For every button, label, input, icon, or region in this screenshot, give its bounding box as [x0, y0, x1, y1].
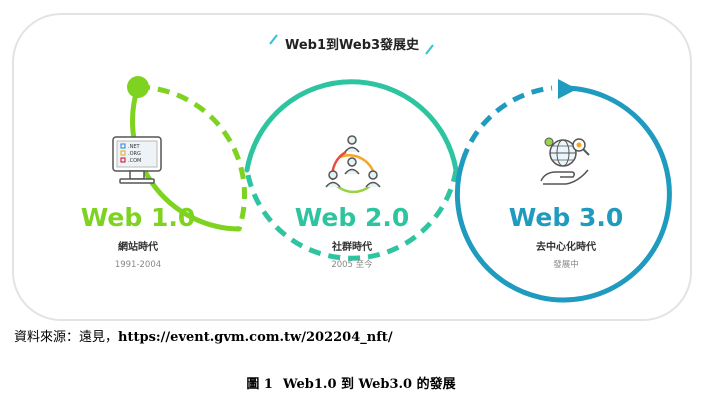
title-accent-left	[269, 34, 278, 45]
domain-org-label: .ORG	[128, 151, 141, 157]
source-url[interactable]: https://event.gvm.com.tw/202204_nft/	[118, 330, 393, 345]
web2-subtitle: 社群時代	[331, 240, 372, 253]
web3-heading: Web 3.0	[509, 203, 624, 232]
diagram-panel	[12, 13, 692, 321]
globe-hand-icon	[540, 137, 590, 185]
web2-period: 2005 至今	[331, 259, 373, 270]
web3-period: 發展中	[553, 259, 579, 270]
figure-caption: 圖 1 Web1.0 到 Web3.0 的發展	[0, 373, 702, 392]
diagram-title: Web1到Web3發展史	[285, 37, 420, 53]
web1-subtitle: 網站時代	[118, 240, 158, 253]
source-label: 資料來源：遠見，	[14, 330, 119, 345]
caption-text: Web1.0 到 Web3.0 的發展	[282, 377, 456, 392]
web3-arrow-head	[558, 79, 577, 99]
web2-heading: Web 2.0	[295, 203, 410, 232]
web3-subtitle: 去中心化時代	[536, 240, 596, 253]
caption-number: 圖 1	[246, 377, 273, 392]
web1-circle-dashed	[137, 84, 247, 230]
title-accent-right	[425, 44, 434, 55]
domain-net-label: .NET	[128, 144, 140, 150]
web2-circle-solid	[244, 79, 459, 173]
web1-period: 1991-2004	[115, 260, 161, 270]
source-note: 資料來源：遠見，https://event.gvm.com.tw/202204_…	[14, 326, 393, 345]
social-network-icon	[325, 135, 381, 194]
web1-heading: Web 1.0	[81, 203, 196, 232]
computer-domains-icon: .NET .ORG .COM	[112, 136, 162, 184]
web3-circle-solid	[454, 85, 672, 303]
web3-circle-dashed	[460, 85, 553, 161]
web2-circle-dashed	[244, 169, 459, 261]
domain-com-label: .COM	[128, 158, 141, 164]
web1-start-dot	[127, 76, 149, 98]
